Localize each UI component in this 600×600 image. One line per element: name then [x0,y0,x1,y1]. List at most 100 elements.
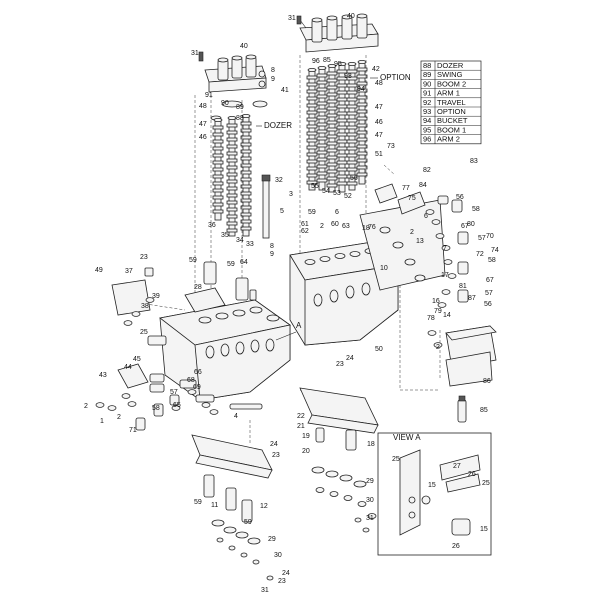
guide-lines [119,55,441,445]
callout-25: 25 [392,456,400,463]
legend-number: 88 [423,61,431,70]
left-spool-stack [212,114,271,239]
callout-17: 17 [441,272,449,279]
callout-73: 73 [387,143,395,150]
callout-64: 64 [240,259,248,266]
legend-name: DOZER [437,61,464,70]
callout-84: 84 [419,182,427,189]
callout-24: 24 [346,355,354,362]
callout-24: 24 [282,570,290,577]
callout-85: 85 [323,57,331,64]
callout-47: 47 [375,104,383,111]
callout-20: 20 [302,448,310,455]
callout-72: 72 [476,251,484,258]
callout-48: 48 [375,80,383,87]
callout-6: 6 [335,209,339,216]
callout-30: 30 [366,497,374,504]
callout-8: 8 [271,67,275,74]
callout-71: 71 [129,427,137,434]
callout-7: 7 [443,245,447,252]
callout-90: 90 [221,100,229,107]
legend-name: BUCKET [437,116,468,125]
legend-number: 92 [423,98,431,107]
callout-31: 31 [191,50,199,57]
callout-56: 56 [350,175,358,182]
callout-29: 29 [268,536,276,543]
dozer-label: DOZER [264,121,292,130]
callout-93: 93 [344,73,352,80]
legend-name: BOOM 1 [437,125,466,134]
callout-29: 29 [366,478,374,485]
callout-47: 47 [375,132,383,139]
callout-2: 2 [410,229,414,236]
callout-61: 61 [301,221,309,228]
lower-center-manifold [299,387,379,533]
legend-name: BOOM 2 [437,79,466,88]
callout-38: 38 [141,303,149,310]
callout-42: 42 [372,66,380,73]
callout-41: 41 [281,87,289,94]
right-fittings [374,183,469,348]
callout-23: 23 [140,254,148,261]
callout-88: 88 [236,115,244,122]
callout-59: 59 [308,209,316,216]
callout-39: 39 [152,293,160,300]
callout-11: 11 [211,502,218,509]
callout-35: 35 [221,232,229,239]
callout-45: 45 [133,356,141,363]
callout-52: 52 [344,193,352,200]
legend-number: 96 [423,135,431,144]
callout-2: 2 [84,403,88,410]
callout-8: 8 [270,243,274,250]
callout-44: 44 [124,364,132,371]
callout-91: 91 [205,92,213,99]
callout-23: 23 [336,361,344,368]
callout-94: 94 [357,86,365,93]
legend-number: 89 [423,70,431,79]
callout-49: 49 [95,267,103,274]
callout-77: 77 [402,185,410,192]
option-label: OPTION [380,73,411,82]
callout-70: 70 [486,233,494,240]
callout-31: 31 [366,515,374,522]
callout-57: 57 [485,290,493,297]
callout-82: 82 [423,167,431,174]
callout-62: 62 [301,228,309,235]
callout-59: 59 [227,261,235,268]
callout-58: 58 [152,405,160,412]
callout-60: 60 [331,221,339,228]
arrow-a-pointer [275,331,297,341]
main-valve-body-right [289,199,446,346]
callout-21: 21 [297,423,305,430]
callout-68: 68 [187,377,195,384]
legend-number: 90 [423,79,431,88]
callout-26: 26 [468,471,476,478]
callout-22: 22 [297,413,305,420]
callout-80: 80 [467,221,475,228]
callout-23: 23 [272,452,280,459]
callout-31: 31 [261,587,269,594]
callout-56: 56 [484,301,492,308]
callout-34: 34 [236,237,244,244]
legend-number: 94 [423,116,431,125]
view-a-inset [377,432,492,556]
callout-2: 2 [117,414,121,421]
legend-name: ARM 2 [437,135,460,144]
callout-86: 86 [483,378,491,385]
callout-54: 54 [322,188,330,195]
callout-19: 19 [302,433,310,440]
callout-63: 63 [342,223,350,230]
callout-32: 32 [275,177,283,184]
legend-name: OPTION [437,107,466,116]
top-cap-assembly-left [198,51,268,121]
callout-59: 59 [189,257,197,264]
callout-65: 65 [173,402,181,409]
callout-79: 79 [434,308,442,315]
callout-37: 37 [125,268,133,275]
callout-55: 55 [311,183,319,190]
callout-1: 1 [100,418,104,425]
legend-name: SWING [437,70,463,79]
